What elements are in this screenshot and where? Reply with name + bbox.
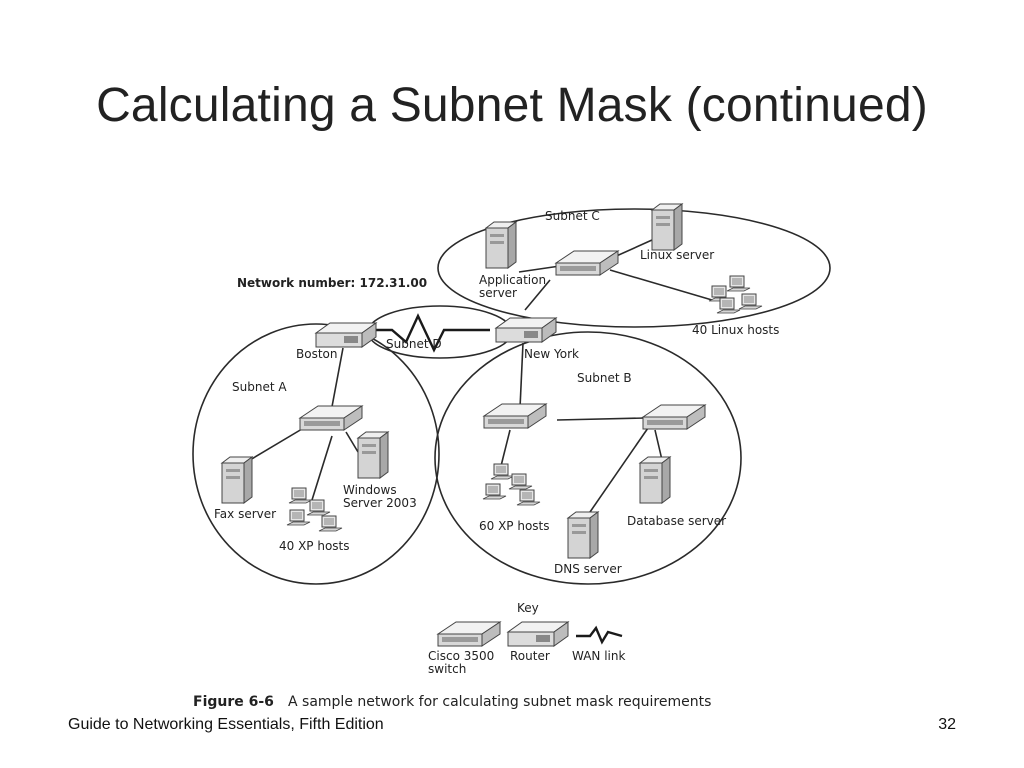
server-linux (651, 203, 683, 251)
cable-switch-c-linux-hosts (609, 269, 713, 301)
router-boston (315, 322, 377, 348)
server-database (639, 456, 671, 504)
figure-caption: A sample network for calculating subnet … (288, 694, 711, 710)
cable-boston-switch-a (330, 347, 344, 413)
xp-hosts-60-label: 60 XP hosts (479, 519, 550, 533)
switch-subnet-b-left (483, 403, 547, 429)
windows-server-label-1: Windows (343, 483, 397, 497)
subnet-c-label: Subnet C (545, 209, 600, 223)
fax-server-label: Fax server (214, 507, 276, 521)
cable-switch-c-newyork (524, 279, 551, 311)
xp-hosts-60-group (482, 463, 541, 506)
footer-book-title: Guide to Networking Essentials, Fifth Ed… (68, 716, 384, 733)
cable-switch-c-linux-server (611, 239, 653, 259)
network-number-label: Network number: 172.31.00 (237, 276, 427, 290)
cable-switch-b1-switch-b2 (556, 417, 647, 421)
linux-hosts-label: 40 Linux hosts (692, 323, 779, 337)
diagram-key: Key Cisco 3500 switch Router WAN link (428, 601, 625, 676)
dns-server-label: DNS server (554, 562, 622, 576)
server-fax (221, 456, 253, 504)
key-switch-label-2: switch (428, 662, 466, 676)
database-server-label: Database server (627, 514, 726, 528)
subnet-c-ring (437, 208, 831, 328)
cable-switch-a-windows (345, 431, 359, 453)
linux-server-label: Linux server (640, 248, 714, 262)
router-new-york (495, 317, 557, 343)
wan-link-boston-newyork (368, 313, 490, 353)
key-title: Key (517, 601, 539, 615)
application-server-label-2: server (479, 286, 517, 300)
key-wan-label: WAN link (572, 649, 625, 663)
key-router-label: Router (510, 649, 550, 663)
subnet-b-ring (434, 331, 742, 585)
cable-appserver-switch-c (518, 265, 561, 273)
cable-switch-a-fax (249, 425, 308, 461)
page-number: 32 (938, 716, 956, 733)
cable-switch-a-xphosts (311, 435, 333, 501)
switch-subnet-c (555, 250, 619, 276)
subnet-d-label: Subnet D (386, 337, 442, 351)
switch-subnet-a (299, 405, 363, 431)
key-switch-icon (437, 621, 501, 647)
cable-switch-b2-database (654, 429, 663, 461)
key-wan-icon (576, 625, 623, 645)
server-application (485, 221, 517, 269)
subnet-b-label: Subnet B (577, 371, 632, 385)
windows-server-label-2: Server 2003 (343, 496, 417, 510)
router-boston-label: Boston (296, 347, 337, 361)
server-windows-2003 (357, 431, 389, 479)
key-router-icon (507, 621, 569, 647)
figure-number: Figure 6-6 (193, 694, 274, 710)
key-switch-label-1: Cisco 3500 (428, 649, 494, 663)
cable-switch-b1-xphosts (499, 429, 511, 471)
cable-switch-b2-dns (589, 427, 649, 513)
xp-hosts-40-label: 40 XP hosts (279, 539, 350, 553)
subnet-a-label: Subnet A (232, 380, 287, 394)
slide-title: Calculating a Subnet Mask (continued) (96, 79, 928, 132)
linux-hosts-group (708, 275, 763, 314)
server-dns (567, 511, 599, 559)
router-new-york-label: New York (524, 347, 579, 361)
subnet-a-ring (192, 323, 440, 585)
application-server-label-1: Application (479, 273, 546, 287)
switch-subnet-b-right (642, 404, 706, 430)
cable-newyork-switch-b1 (519, 342, 524, 409)
